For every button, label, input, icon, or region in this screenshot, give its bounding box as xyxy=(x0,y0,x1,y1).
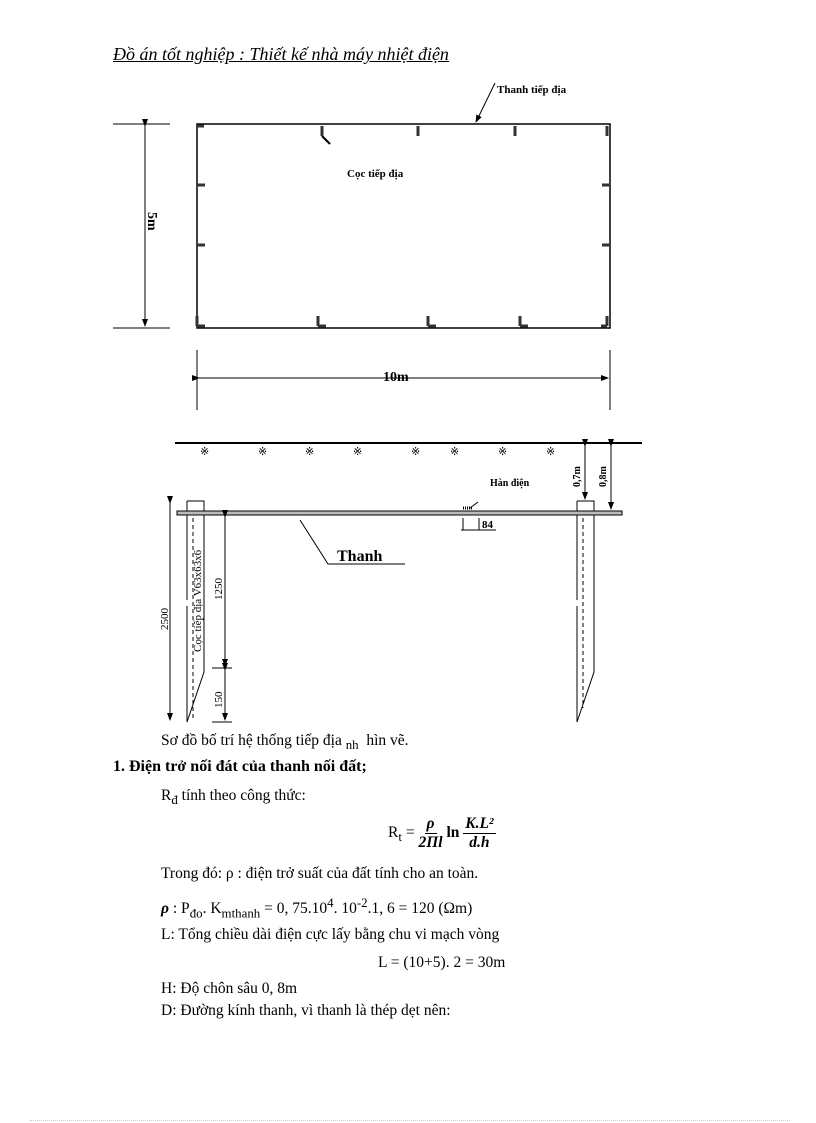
dim-150: 150 xyxy=(213,691,225,708)
rho-d: . 10 xyxy=(333,900,357,918)
diagram-caption: Sơ đồ bố trí hệ thống tiếp địa nh hìn vẽ… xyxy=(161,732,409,753)
svg-text:※: ※ xyxy=(411,446,420,458)
dim-1250: 1250 xyxy=(213,578,225,601)
rho-a: : P xyxy=(169,900,190,918)
dim-2500: 2500 xyxy=(159,608,171,631)
grounding-diagram: Thanh tiếp địa Cọc tiếp địa 5m 10m ※ ※ ※ ※ … xyxy=(113,82,642,723)
thanh-leader xyxy=(299,519,405,565)
svg-text:※: ※ xyxy=(200,446,209,458)
H-definition: H: Độ chôn sâu 0, 8m xyxy=(161,980,298,997)
rho-a-sub: đo xyxy=(189,905,203,921)
rho-b: . K xyxy=(202,900,222,918)
ground-stakes xyxy=(195,124,610,328)
L-definition: L: Tổng chiều dài điện cực lấy bằng chu … xyxy=(161,926,500,943)
svg-text:※: ※ xyxy=(450,446,459,458)
depth-08-label: 0,8m xyxy=(598,466,609,488)
frac2-den: d.h xyxy=(469,834,490,851)
formula-ln: ln xyxy=(446,824,460,842)
depth-07-label: 0,7m xyxy=(572,466,583,488)
svg-text:※: ※ xyxy=(546,446,555,458)
frac1-den: 2Πl xyxy=(418,834,443,851)
height-label: 5m xyxy=(144,212,159,231)
plan-view xyxy=(113,82,611,410)
rho-calculation: ρ : Pđo. Kmthanh = 0, 75.104. 10-2.1, 6 … xyxy=(161,895,472,921)
frac1-num: ρ xyxy=(424,815,437,834)
frac2-num: K.L² xyxy=(463,815,496,834)
caption-text: Sơ đồ bố trí hệ thống tiếp địa xyxy=(161,732,342,749)
formula-lhs: R xyxy=(388,824,399,842)
rd-line: Rđ tính theo công thức: xyxy=(161,787,306,808)
section-view: ※ ※ ※ ※ ※ ※ ※ ※ xyxy=(167,439,642,723)
left-stake xyxy=(186,500,205,723)
rho-b-sub: mthanh xyxy=(221,905,261,921)
rho-c-sup: 4 xyxy=(327,895,334,910)
svg-text:※: ※ xyxy=(353,446,362,458)
rd-text: tính theo công thức: xyxy=(181,787,306,804)
D-definition: D: Đường kính thanh, vì thanh là thép dẹ… xyxy=(161,1002,451,1019)
weld-length-label: 84 xyxy=(482,519,494,531)
caption-sub: nh xyxy=(345,737,359,753)
weld-label: Hàn điện xyxy=(490,478,530,489)
L-calculation: L = (10+5). 2 = 30m xyxy=(378,954,506,971)
bar-label: Thanh tiếp địa xyxy=(497,84,567,96)
rho-e: .1, 6 = 120 (Ωm) xyxy=(367,900,473,918)
right-stake xyxy=(576,500,595,723)
ground-bar-loop xyxy=(196,123,611,329)
svg-text:※: ※ xyxy=(498,446,507,458)
thanh-label: Thanh xyxy=(337,548,382,565)
formula-lhs-sub: t xyxy=(398,829,402,845)
svg-text:※: ※ xyxy=(258,446,267,458)
rho-d-sup: -2 xyxy=(356,895,368,910)
rd-symbol: R xyxy=(161,787,172,804)
bar-leader xyxy=(475,82,496,123)
page-bottom-border xyxy=(30,1120,790,1121)
soil-marks: ※ ※ ※ ※ ※ ※ ※ ※ xyxy=(200,446,555,458)
ground-bar-section xyxy=(176,510,623,516)
rd-sub: đ xyxy=(171,792,178,808)
rho-c: = 0, 75.10 xyxy=(260,900,328,918)
stake-label: Cọc tiếp địa xyxy=(347,168,404,180)
rho-symbol: ρ xyxy=(161,900,169,918)
width-label: 10m xyxy=(383,370,409,385)
section-heading: 1. Điện trở nối đát của thanh nối đất; xyxy=(113,758,367,775)
page-header: Đồ án tốt nghiệp : Thiết kế nhà máy nhiệ… xyxy=(113,44,449,64)
formula-eq: = xyxy=(405,824,415,842)
rho-definition: Trong đó: ρ : điện trở suất của đất tính… xyxy=(161,865,479,882)
caption-end: hìn vẽ. xyxy=(366,732,409,749)
svg-text:※: ※ xyxy=(305,446,314,458)
stake-section-label: Cọc tiếp địa V63x63x6 xyxy=(192,549,204,652)
